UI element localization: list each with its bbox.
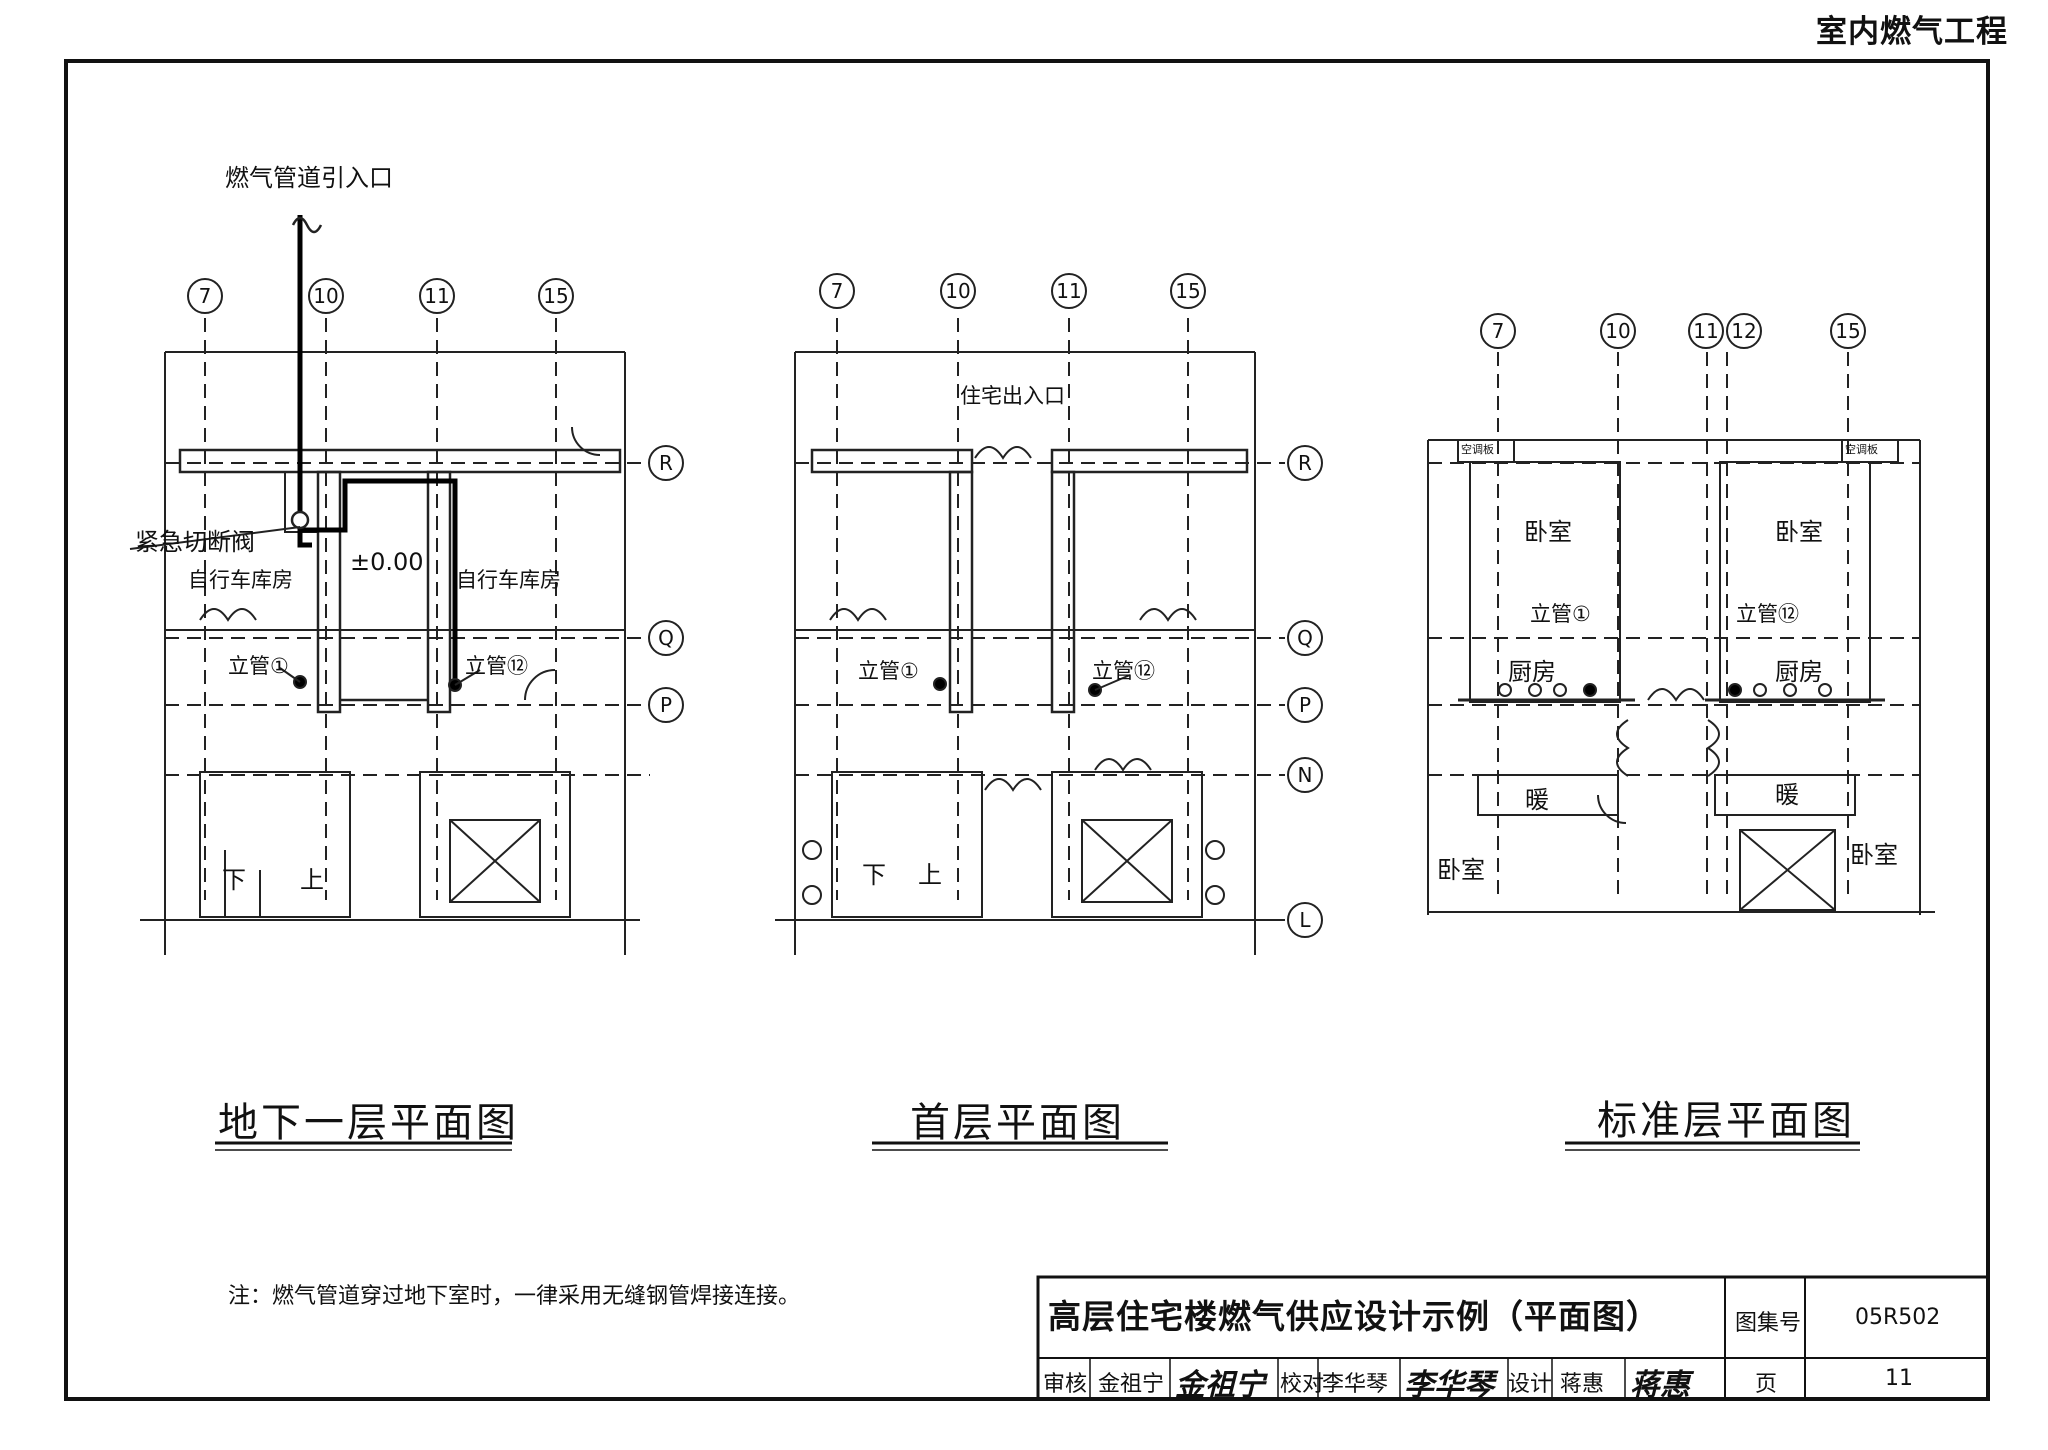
entrance-label: 住宅出入口 [960,384,1065,408]
page-number: 11 [1885,1366,1913,1391]
reviewer-signature: 金祖宁 [1175,1368,1265,1403]
riser-label: 立管① [1530,602,1591,626]
room-label: 厨房 [1775,658,1823,686]
room-label: 卧室 [1775,518,1823,546]
basement-plan [129,215,650,955]
design-label: 设计 [1508,1372,1553,1397]
atlas-label: 图集号 [1735,1311,1802,1336]
reviewer-name: 金祖宁 [1098,1372,1165,1397]
room-label: 厨房 [1508,658,1556,686]
axis-label: 10 [313,284,339,308]
axis-label: 10 [1605,319,1631,343]
axis-label: 11 [424,284,450,308]
room-label: 卧室 [1850,841,1898,869]
stair-label: 上 [300,866,324,894]
axis-label: Q [658,626,674,650]
standard-plan [1427,352,1935,915]
designer-name: 蒋惠 [1560,1372,1605,1397]
room-label: 卧室 [1524,518,1572,546]
ground-plan [775,318,1285,955]
stair-label: 下 [862,861,886,889]
sheet-frame [64,59,1990,1401]
axis-label: 11 [1693,319,1719,343]
basement-axis-bubbles [187,278,684,723]
title-block-grid [1036,1275,1990,1401]
valve-label: 紧急切断阀 [135,528,255,556]
drawing-note: 注：燃气管道穿过地下室时，一律采用无缝钢管焊接连接。 [228,1284,801,1309]
axis-label: P [659,693,673,717]
room-label: 自行车库房 [456,568,561,592]
riser-label: 立管⑫ [1092,659,1155,683]
ac-board-label: 空调板 [1845,443,1878,456]
axis-label: 15 [543,284,569,308]
axis-label: 7 [198,284,212,308]
stair-label: 上 [918,861,942,889]
standard-axis-bubbles [1480,313,1866,349]
axis-label: R [1298,451,1312,475]
axis-label: 7 [830,279,844,303]
axis-label: 7 [1491,319,1505,343]
axis-label: R [659,451,673,475]
plan-title: 首层平面图 [910,1100,1125,1146]
drawing-category: 室内燃气工程 [1816,14,2008,50]
drawing-title: 高层住宅楼燃气供应设计示例（平面图） [1048,1297,1660,1336]
axis-label: L [1299,908,1311,932]
gas-inlet-label: 燃气管道引入口 [225,164,393,192]
riser-label: 立管⑫ [465,654,528,678]
axis-label: 15 [1835,319,1861,343]
plan-title: 标准层平面图 [1597,1098,1855,1144]
elevation-label: ±0.00 [350,548,424,576]
designer-signature: 蒋惠 [1630,1368,1690,1403]
riser-label: 立管① [228,654,289,678]
stair-label: 下 [222,866,246,894]
room-label: 暖 [1525,786,1549,814]
axis-label: 15 [1175,279,1201,303]
ground-axis-bubbles [819,273,1323,938]
axis-label: N [1297,763,1313,787]
axis-label: 10 [945,279,971,303]
title-underlines [215,1141,1860,1151]
axis-label: 11 [1056,279,1082,303]
axis-label: 12 [1731,319,1757,343]
check-label: 校对 [1280,1372,1325,1397]
riser-label: 立管⑫ [1736,602,1799,626]
room-label: 暖 [1775,781,1799,809]
axis-label: Q [1297,626,1313,650]
room-label: 卧室 [1437,856,1485,884]
room-label: 自行车库房 [188,568,293,592]
plan-title: 地下一层平面图 [218,1100,519,1146]
riser-label: 立管① [858,659,919,683]
atlas-number: 05R502 [1855,1305,1941,1330]
checker-signature: 李华琴 [1404,1368,1494,1403]
review-label: 审核 [1043,1372,1088,1397]
page-label: 页 [1755,1372,1778,1397]
checker-name: 李华琴 [1322,1372,1389,1397]
axis-label: P [1298,693,1312,717]
ac-board-label: 空调板 [1461,443,1494,456]
